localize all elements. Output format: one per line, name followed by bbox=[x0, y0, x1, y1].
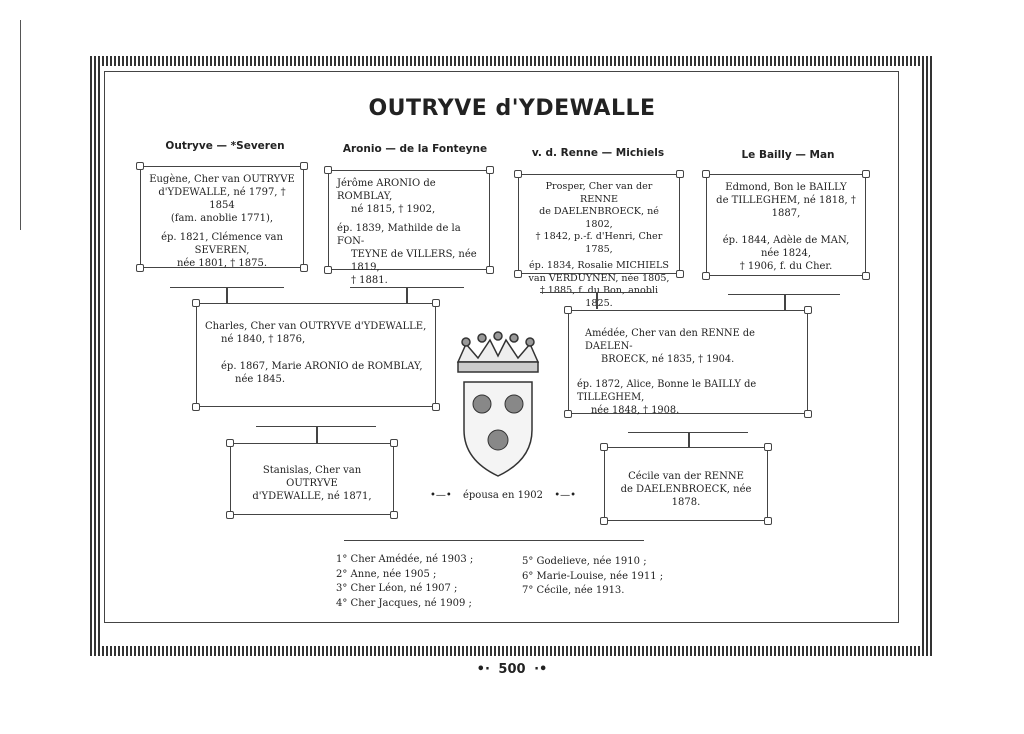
connector-line bbox=[226, 288, 228, 304]
coat-of-arms-icon bbox=[456, 331, 540, 477]
list-item: 7° Cécile, née 1913. bbox=[522, 585, 625, 596]
list-item: 4° Cher Jacques, né 1909 ; bbox=[336, 597, 472, 609]
marriage-text: épousa en 1902 bbox=[462, 490, 544, 501]
text-line: Cécile van der RENNE bbox=[628, 471, 744, 482]
connector-brace bbox=[256, 426, 376, 429]
text-line: † 1881. bbox=[351, 275, 388, 286]
text-line: né 1840, † 1876, bbox=[221, 334, 306, 345]
connector-brace bbox=[350, 287, 464, 290]
text-line: Jérôme ARONIO de ROMBLAY, bbox=[337, 178, 436, 202]
page-number: •· 500 ·• bbox=[0, 662, 1024, 677]
text-line: de TILLEGHEM, né 1818, † 1887, bbox=[716, 195, 856, 219]
column-head-1: Outryve — *Severen bbox=[165, 140, 285, 152]
connector-line bbox=[316, 427, 318, 443]
text-line: ép. 1872, Alice, Bonne le BAILLY de TILL… bbox=[577, 379, 757, 403]
parent-box-amedee: Amédée, Cher van den RENNE de DAELEN- BR… bbox=[564, 306, 812, 418]
text-line: née 1801, † 1875. bbox=[176, 258, 268, 269]
text-line: (fam. anoblie 1771), bbox=[170, 213, 274, 224]
text-line: de DAELENBROECK, née 1878. bbox=[620, 484, 752, 508]
list-item: 6° Marie-Louise, née 1911 ; bbox=[522, 570, 664, 582]
text-line: d'YDEWALLE, né 1797, † 1854 bbox=[158, 187, 286, 211]
child-box-stanislas: Stanislas, Cher van OUTRYVE d'YDEWALLE, … bbox=[226, 439, 398, 519]
text-line: d'YDEWALLE, né 1871, bbox=[252, 491, 372, 502]
column-head-3: v. d. Renne — Michiels bbox=[531, 147, 665, 159]
text-line: née 1845. bbox=[235, 374, 286, 385]
ancestor-box-renne: Prosper, Cher van der RENNE de DAELENBRO… bbox=[514, 170, 684, 309]
text-line: ép. 1844, Adèle de MAN, née 1824, bbox=[722, 235, 850, 259]
list-item: 3° Cher Léon, né 1907 ; bbox=[336, 583, 458, 594]
text-line: van VERDUYNEN, née 1805, bbox=[528, 272, 670, 284]
text-line: † 1885, f. du Bon, anobli 1825. bbox=[539, 285, 659, 309]
scan-edge-line bbox=[20, 20, 21, 230]
connector-line bbox=[406, 288, 408, 304]
text-line: † 1906, f. du Cher. bbox=[739, 261, 833, 272]
connector-brace bbox=[540, 292, 652, 295]
text-line: née 1848, † 1908. bbox=[591, 405, 680, 416]
text-line: né 1815, † 1902, bbox=[351, 204, 436, 215]
text-line: Amédée, Cher van den RENNE de DAELEN- bbox=[585, 328, 755, 352]
column-head-4: Le Bailly — Man bbox=[741, 149, 835, 161]
text-line: Edmond, Bon le BAILLY bbox=[725, 182, 847, 193]
inner-border bbox=[104, 71, 899, 623]
text-line: ép. 1834, Rosalie MICHIELS bbox=[529, 260, 669, 271]
marriage-note: •—• épousa en 1902 •—• bbox=[430, 490, 576, 501]
text-line: ép. 1839, Mathilde de la FON- bbox=[337, 223, 461, 247]
children-list-left: 1° Cher Amédée, né 1903 ; 2° Anne, née 1… bbox=[336, 553, 473, 611]
list-item: 1° Cher Amédée, né 1903 ; bbox=[336, 554, 474, 565]
crown-icon bbox=[456, 331, 540, 373]
connector-line bbox=[688, 433, 690, 447]
ancestor-box-bailly: Edmond, Bon le BAILLY de TILLEGHEM, né 1… bbox=[702, 170, 870, 280]
child-box-cecile: Cécile van der RENNE de DAELENBROECK, né… bbox=[600, 443, 772, 525]
connector-brace bbox=[628, 432, 748, 435]
column-head-2: Aronio — de la Fonteyne bbox=[342, 143, 488, 155]
ornament-icon: •—• bbox=[554, 490, 577, 501]
connector-brace bbox=[728, 294, 840, 297]
text-line: ép. 1867, Marie ARONIO de ROMBLAY, bbox=[221, 361, 423, 372]
list-item: 5° Godelieve, née 1910 ; bbox=[522, 556, 647, 567]
text-line: TEYNE de VILLERS, née 1819, bbox=[351, 249, 477, 273]
text-line: Stanislas, Cher van OUTRYVE bbox=[262, 465, 362, 489]
text-line: de DAELENBROECK, né 1802, bbox=[539, 206, 659, 230]
list-item: 2° Anne, née 1905 ; bbox=[336, 568, 437, 580]
page-title: OUTRYVE d'YDEWALLE bbox=[368, 96, 656, 121]
text-line: Prosper, Cher van der RENNE bbox=[545, 181, 653, 205]
children-brace bbox=[344, 540, 644, 543]
children-list-right: 5° Godelieve, née 1910 ; 6° Marie-Louise… bbox=[522, 555, 663, 599]
text-line: Charles, Cher van OUTRYVE d'YDEWALLE, bbox=[205, 321, 427, 332]
text-line: Eugène, Cher van OUTRYVE bbox=[149, 174, 295, 185]
text-line: † 1842, p.-f. d'Henri, Cher 1785, bbox=[535, 231, 663, 255]
text-line: ép. 1821, Clémence van SEVEREN, bbox=[161, 232, 283, 256]
ancestor-box-aronio: Jérôme ARONIO de ROMBLAY, né 1815, † 190… bbox=[324, 166, 494, 286]
page-number-value: 500 bbox=[498, 662, 526, 677]
ancestor-box-outryve: Eugène, Cher van OUTRYVE d'YDEWALLE, né … bbox=[136, 162, 308, 272]
parent-box-charles: Charles, Cher van OUTRYVE d'YDEWALLE, né… bbox=[192, 299, 440, 411]
connector-brace bbox=[170, 287, 284, 290]
text-line: BROECK, né 1835, † 1904. bbox=[601, 354, 735, 365]
ornament-icon: •· bbox=[476, 662, 490, 677]
connector-line bbox=[596, 293, 598, 309]
connector-line bbox=[784, 295, 786, 311]
ornament-icon: •—• bbox=[430, 490, 452, 501]
ornament-icon: ·• bbox=[534, 662, 548, 677]
